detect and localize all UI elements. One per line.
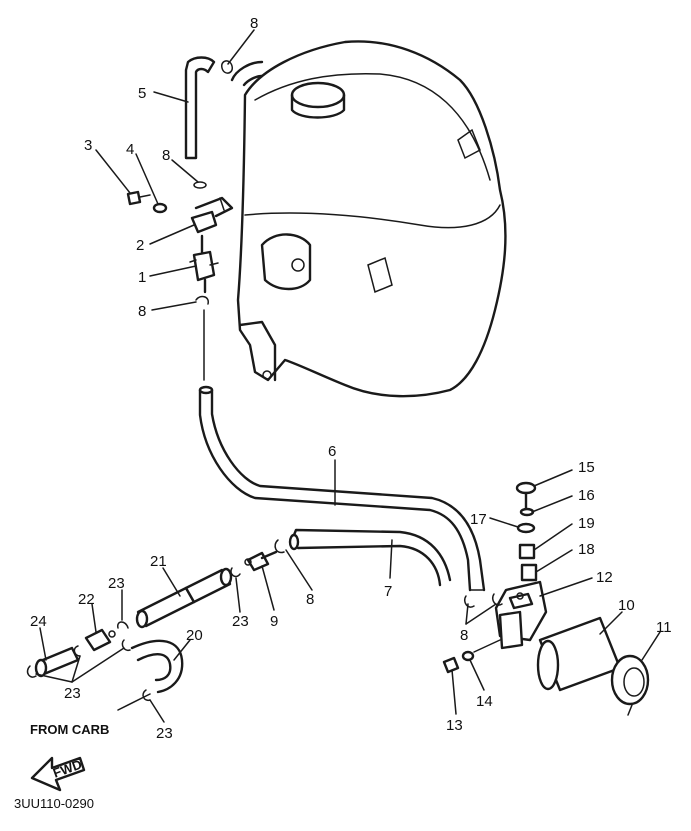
callout-19: 19 — [578, 515, 595, 532]
callout-23-b: 23 — [108, 575, 125, 592]
joint-9 — [244, 550, 278, 572]
leader-lines — [35, 29, 661, 723]
bolt-3 — [126, 190, 151, 206]
callout-8-hose7: 8 — [306, 591, 314, 608]
clip-8-lower — [195, 295, 209, 305]
washer-17 — [516, 522, 536, 534]
callout-20: 20 — [186, 627, 203, 644]
callout-17: 17 — [470, 511, 487, 528]
callout-23-d: 23 — [156, 725, 173, 742]
callout-23-c: 23 — [64, 685, 81, 702]
callout-9: 9 — [270, 613, 278, 630]
drawing-code: 3UU110-0290 — [14, 796, 94, 811]
spacer-18 — [520, 563, 538, 582]
from-carb-label: FROM CARB — [30, 722, 109, 737]
clip-8-hose7 — [274, 539, 285, 554]
callout-8-pump: 8 — [460, 627, 468, 644]
clip-23-c — [26, 665, 37, 678]
callout-13: 13 — [446, 717, 463, 734]
callout-5: 5 — [138, 85, 146, 102]
callout-11: 11 — [656, 619, 672, 636]
washer-4 — [152, 202, 168, 214]
callout-12: 12 — [596, 569, 613, 586]
callout-8-top: 8 — [250, 15, 258, 32]
cover-11 — [610, 654, 650, 716]
spacer-19 — [518, 543, 536, 560]
fuel-filter-1 — [189, 234, 219, 294]
callout-1: 1 — [138, 269, 146, 286]
callout-22: 22 — [78, 591, 95, 608]
hose-6 — [198, 385, 486, 592]
assembly-line-pump — [473, 639, 501, 653]
bolt-13 — [442, 656, 460, 674]
hose-5 — [184, 56, 216, 160]
clip-23-a — [230, 567, 241, 578]
assembly-line-carb — [117, 693, 151, 711]
hose-20 — [130, 639, 184, 694]
callout-16: 16 — [578, 487, 595, 504]
callouts: 8 5 3 4 8 2 1 8 6 15 16 17 19 18 21 12 7… — [14, 15, 672, 811]
callout-8-mid: 8 — [162, 147, 170, 164]
clip-8-top — [221, 60, 233, 74]
pump-motor-10 — [536, 616, 622, 692]
bracket-2 — [190, 196, 234, 234]
washer-16 — [519, 507, 535, 517]
washer-14 — [461, 650, 475, 662]
callout-2: 2 — [136, 237, 144, 254]
callout-8-lower: 8 — [138, 303, 146, 320]
callout-24: 24 — [30, 613, 47, 630]
callout-15: 15 — [578, 459, 595, 476]
fuel-tank — [230, 40, 507, 398]
callout-6: 6 — [328, 443, 336, 460]
callout-14: 14 — [476, 693, 493, 710]
callout-10: 10 — [618, 597, 635, 614]
callout-23-a: 23 — [232, 613, 249, 630]
callout-3: 3 — [84, 137, 92, 154]
fwd-arrow — [30, 756, 86, 792]
fuel-pump-12 — [494, 580, 548, 650]
joint-22 — [84, 628, 116, 652]
callout-21: 21 — [150, 553, 167, 570]
hose-24 — [34, 646, 80, 678]
hose-7 — [288, 528, 452, 587]
callout-7: 7 — [384, 583, 392, 600]
clip-8-mid — [193, 181, 207, 189]
callout-18: 18 — [578, 541, 595, 558]
clip-8-pump — [463, 593, 503, 608]
callout-4: 4 — [126, 141, 134, 158]
hose-21 — [135, 567, 233, 629]
clip-23-d — [121, 639, 151, 702]
bolt-15 — [515, 481, 537, 510]
